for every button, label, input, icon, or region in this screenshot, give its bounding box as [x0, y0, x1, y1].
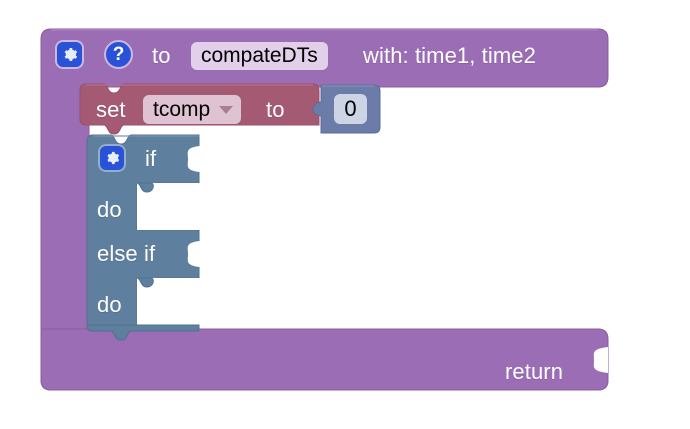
- controls-if-block[interactable]: [86, 134, 205, 341]
- variable-dropdown-label: tcomp: [153, 97, 211, 121]
- gear-icon[interactable]: [98, 144, 126, 172]
- gear-glyph: [107, 151, 120, 165]
- else-if-row-label: else if: [97, 241, 156, 266]
- procedure-block-shape: [40, 28, 609, 391]
- set-to-label: to: [266, 97, 285, 122]
- help-icon[interactable]: ?: [104, 40, 133, 69]
- gear-icon[interactable]: [55, 40, 84, 69]
- chevron-down-icon: [219, 105, 234, 114]
- if-row-label: if: [145, 146, 157, 171]
- variable-dropdown[interactable]: tcomp: [143, 95, 242, 124]
- set-label: set: [96, 97, 126, 122]
- to-label: to: [152, 43, 171, 68]
- return-label: return: [505, 359, 564, 384]
- gear-glyph: [64, 47, 78, 61]
- procedure-definition-block[interactable]: [40, 28, 609, 391]
- if-block-shape: [86, 134, 205, 341]
- do-row-label: do: [97, 292, 122, 317]
- procedure-name-field[interactable]: compateDTs: [191, 42, 328, 70]
- do-row-label: do: [97, 197, 122, 222]
- parameters-label: with: time1, time2: [363, 43, 536, 68]
- number-input-field[interactable]: 0: [334, 94, 367, 124]
